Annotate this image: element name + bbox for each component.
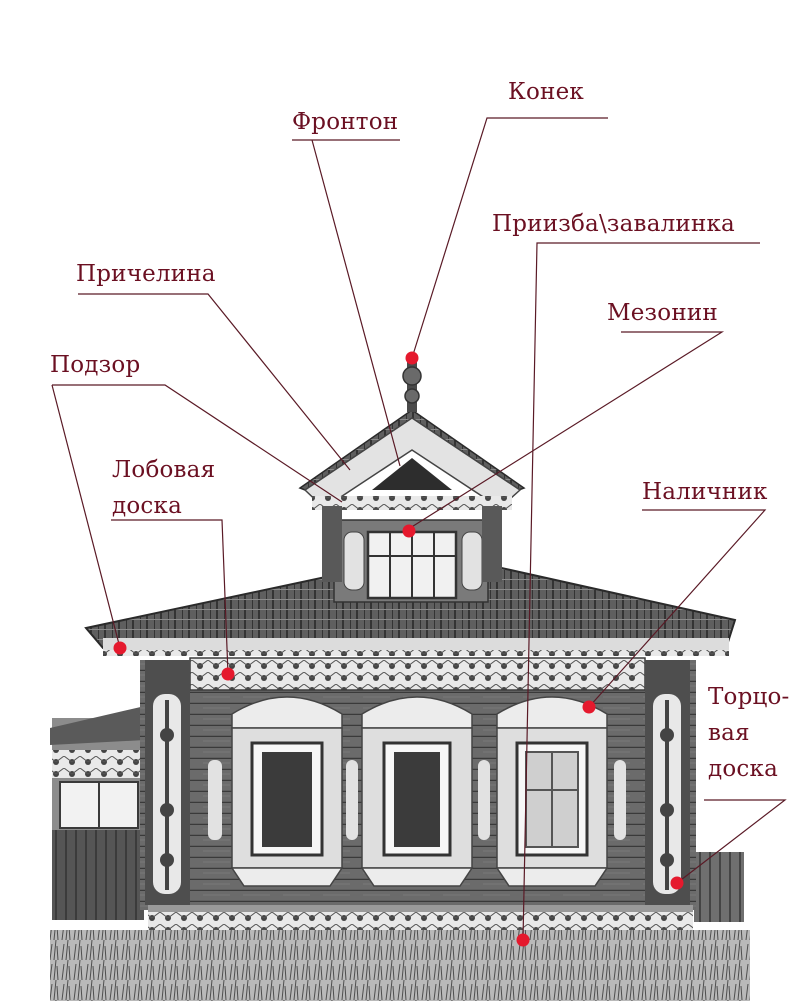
label-mezonin: Мезонин bbox=[607, 295, 718, 331]
marker-lobovaya bbox=[222, 668, 235, 681]
label-prichelina: Причелина bbox=[76, 256, 216, 292]
label-tortsovaya-line1: Торцо- bbox=[708, 679, 790, 715]
marker-priizba bbox=[517, 934, 530, 947]
label-lobovaya-doska: Лобовая доска bbox=[112, 452, 215, 524]
label-podzor: Подзор bbox=[50, 347, 140, 383]
label-fronton: Фронтон bbox=[292, 104, 398, 140]
leader-line-lobovaya bbox=[111, 520, 228, 674]
label-tortsovaya-doska: Торцо- вая доска bbox=[708, 679, 790, 787]
leader-line-priizba bbox=[523, 243, 760, 940]
label-priizba: Приизба\завалинка bbox=[492, 206, 735, 242]
marker-podzor bbox=[114, 642, 127, 655]
leader-line-nalichnik bbox=[589, 510, 765, 707]
label-tortsovaya-line3: доска bbox=[708, 751, 790, 787]
label-tortsovaya-line2: вая bbox=[708, 715, 790, 751]
marker-tortsovaya bbox=[671, 877, 684, 890]
label-konek: Конек bbox=[508, 74, 584, 110]
label-lobovaya-line1: Лобовая bbox=[112, 452, 215, 488]
label-nalichnik: Наличник bbox=[642, 474, 768, 510]
label-lobovaya-line2: доска bbox=[112, 488, 215, 524]
marker-mezonin bbox=[403, 525, 416, 538]
leader-line-tortsovaya bbox=[677, 800, 785, 883]
marker-konek bbox=[406, 352, 419, 365]
markers bbox=[114, 352, 684, 947]
leader-line-fronton bbox=[292, 140, 400, 466]
marker-nalichnik bbox=[583, 701, 596, 714]
